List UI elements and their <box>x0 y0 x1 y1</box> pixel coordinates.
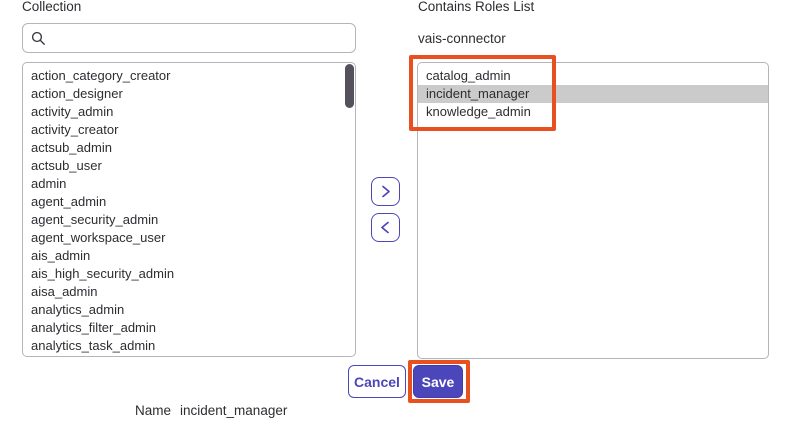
role-option[interactable]: analytics_filter_admin <box>31 320 157 335</box>
role-option[interactable]: ais_admin <box>31 248 91 263</box>
role-option[interactable]: admin <box>31 176 67 191</box>
assigned-role-option[interactable]: incident_manager <box>418 85 768 103</box>
chevron-right-icon <box>382 185 390 198</box>
role-option[interactable]: agent_workspace_user <box>31 230 166 245</box>
role-option[interactable]: agent_admin <box>31 194 107 209</box>
roles-search[interactable] <box>22 23 356 53</box>
role-option[interactable]: ais_high_security_admin <box>31 266 175 281</box>
role-option[interactable]: activity_admin <box>31 104 114 119</box>
contains-roles-label: Contains Roles List <box>418 0 535 14</box>
role-option[interactable]: analytics_viewer <box>23 355 355 356</box>
assigned-role-option[interactable]: knowledge_admin <box>426 104 531 119</box>
chevron-left-icon <box>381 221 389 234</box>
role-option[interactable]: aisa_admin <box>31 284 98 299</box>
name-field-row: Name incident_manager <box>135 403 287 418</box>
collection-label: Collection <box>22 0 82 14</box>
search-input[interactable] <box>52 24 347 52</box>
group-name-label: vais-connector <box>418 31 506 46</box>
add-role-button[interactable] <box>371 177 400 206</box>
available-roles-list[interactable]: action_category_creator action_designer … <box>22 62 356 357</box>
scrollbar-thumb[interactable] <box>345 64 354 108</box>
role-option[interactable]: analytics_admin <box>31 302 125 317</box>
role-option[interactable]: activity_creator <box>31 122 119 137</box>
role-option[interactable]: action_designer <box>31 86 123 101</box>
remove-role-button[interactable] <box>371 213 400 242</box>
contains-roles-list[interactable]: catalog_admin incident_manager knowledge… <box>417 62 769 359</box>
role-option[interactable]: actsub_admin <box>31 140 112 155</box>
cancel-button[interactable]: Cancel <box>348 365 406 398</box>
save-button[interactable]: Save <box>413 365 463 398</box>
role-option[interactable]: analytics_task_admin <box>31 338 156 353</box>
role-option[interactable]: action_category_creator <box>31 68 171 83</box>
name-value: incident_manager <box>180 403 288 418</box>
role-option[interactable]: actsub_user <box>31 158 102 173</box>
name-label: Name <box>135 403 172 418</box>
search-icon <box>31 31 45 45</box>
role-option[interactable]: agent_security_admin <box>31 212 159 227</box>
assigned-role-option[interactable]: catalog_admin <box>426 68 511 83</box>
